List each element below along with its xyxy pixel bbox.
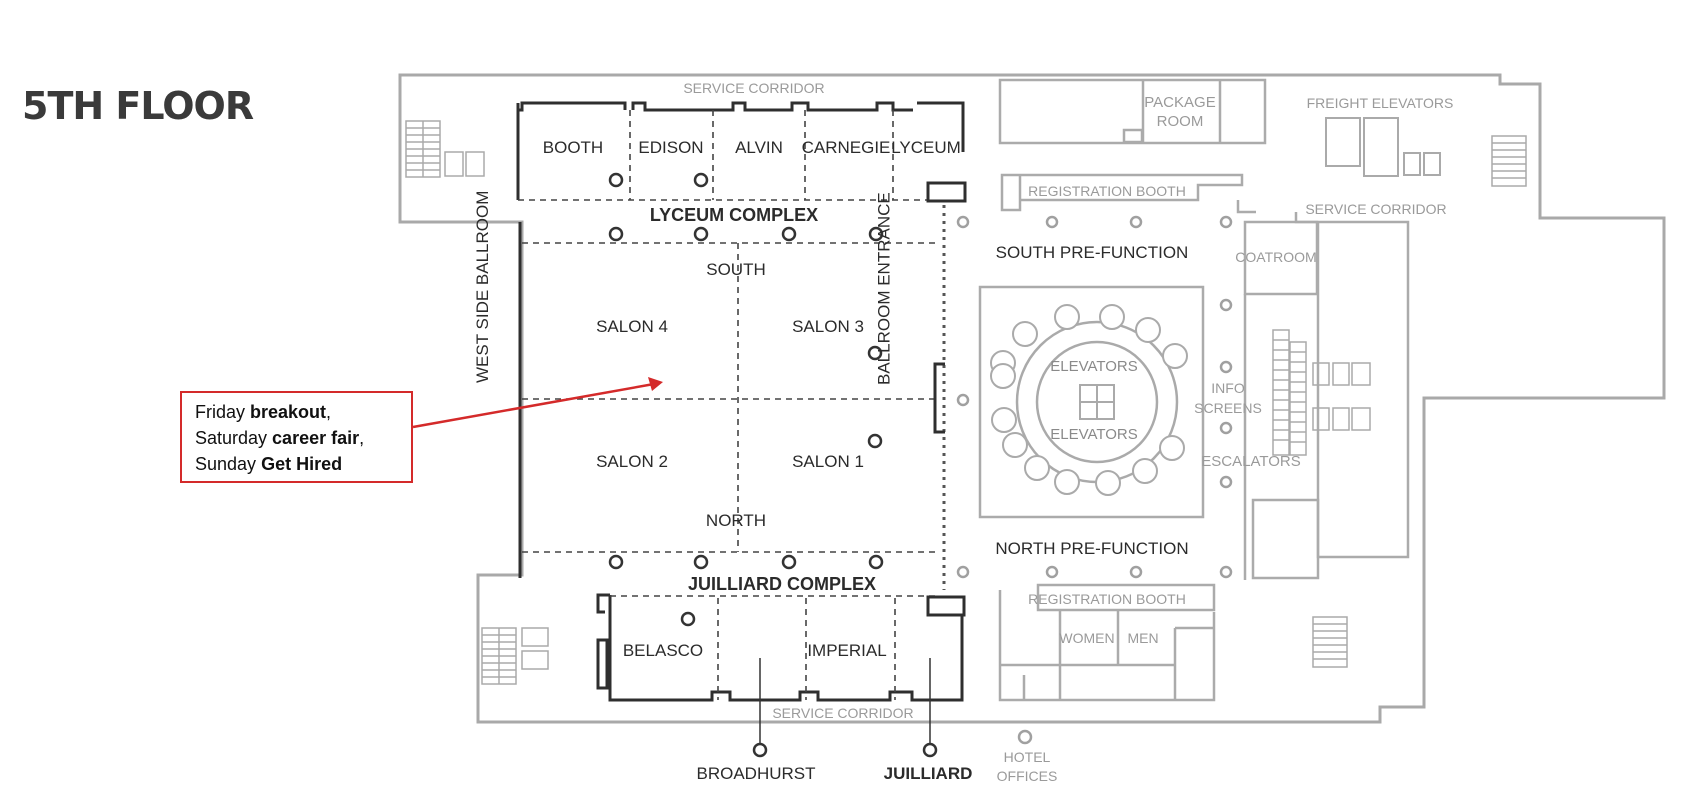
- package-room-label-2: ROOM: [1157, 113, 1204, 130]
- coatroom-label: COATROOM: [1235, 249, 1316, 265]
- package-room: [998, 78, 1267, 145]
- callout-arrowhead: [648, 377, 663, 391]
- event-callout: Friday breakout, Saturday career fair, S…: [180, 391, 413, 483]
- juilliard-complex-label: JUILLIARD COMPLEX: [688, 574, 876, 594]
- page-title: 5TH FLOOR: [22, 84, 254, 128]
- room-lyceum: LYCEUM: [891, 138, 961, 157]
- stair-icon-right-bottom: [1312, 616, 1348, 668]
- room-edison: EDISON: [638, 138, 703, 157]
- room-carnegie: CARNEGIE: [802, 138, 891, 157]
- south-prefunction-label: SOUTH PRE-FUNCTION: [996, 243, 1189, 262]
- package-room-label-1: PACKAGE: [1144, 94, 1215, 111]
- registration-booth-top: [1000, 173, 1244, 212]
- registration-booth-bottom: [1036, 583, 1216, 612]
- room-imperial: IMPERIAL: [807, 641, 886, 660]
- hotel-offices-label-2: OFFICES: [997, 768, 1058, 784]
- lobby-columns: [956, 215, 1233, 745]
- callout-line-3: Sunday Get Hired: [195, 454, 343, 474]
- building-outline: [398, 73, 1666, 724]
- elevators-top-label: ELEVATORS: [1050, 358, 1138, 375]
- info-screens-label-1: INFO: [1211, 380, 1245, 396]
- women-label: WOMEN: [1059, 630, 1114, 646]
- ballroom-columns: [608, 172, 938, 758]
- stair-icon-left-bottom: [481, 627, 549, 685]
- service-corridor-right: SERVICE CORRIDOR: [1305, 201, 1446, 217]
- escalator-icon: [1272, 329, 1371, 456]
- elevator-lobby: [978, 285, 1205, 519]
- lyceum-box: [926, 181, 967, 203]
- ballroom-entrance-label: BALLROOM ENTRANCE: [875, 192, 894, 385]
- escalators-label: ESCALATORS: [1201, 453, 1300, 470]
- room-salon3: SALON 3: [792, 317, 864, 336]
- room-broadhurst: BROADHURST: [696, 764, 815, 783]
- south-label: SOUTH: [706, 260, 766, 279]
- juilliard-rooms-wall: [608, 595, 964, 702]
- elevator-cars: [990, 304, 1188, 496]
- north-prefunction-label: NORTH PRE-FUNCTION: [995, 539, 1188, 558]
- room-salon4: SALON 4: [596, 317, 668, 336]
- room-belasco: BELASCO: [623, 641, 703, 660]
- elevators-bottom-label: ELEVATORS: [1050, 426, 1138, 443]
- lyceum-complex-label: LYCEUM COMPLEX: [650, 205, 818, 225]
- room-juilliard: JUILLIARD: [884, 764, 973, 783]
- north-label: NORTH: [706, 511, 766, 530]
- room-alvin: ALVIN: [735, 138, 783, 157]
- men-label: MEN: [1127, 630, 1158, 646]
- info-screens-label-2: SCREENS: [1194, 400, 1262, 416]
- callout-arrow: [412, 382, 655, 429]
- stair-icon-right-top: [1491, 135, 1527, 187]
- service-corridor-top: SERVICE CORRIDOR: [683, 80, 824, 96]
- hotel-offices-label-1: HOTEL: [1004, 749, 1051, 765]
- lyceum-rooms-wall: [516, 101, 965, 200]
- coatroom: [1243, 220, 1319, 296]
- stair-icon-left-top: [405, 120, 485, 178]
- west-side-ballroom-label: WEST SIDE BALLROOM: [473, 191, 492, 383]
- room-salon1: SALON 1: [792, 452, 864, 471]
- service-corridor-bottom: SERVICE CORRIDOR: [772, 705, 913, 721]
- room-booth: BOOTH: [543, 138, 603, 157]
- callout-line-2: Saturday career fair,: [195, 428, 365, 448]
- room-salon2: SALON 2: [596, 452, 668, 471]
- callout-line-1: Friday breakout,: [195, 402, 332, 422]
- registration-booth-bottom-label: REGISTRATION BOOTH: [1028, 591, 1186, 607]
- freight-elevators-label: FREIGHT ELEVATORS: [1307, 95, 1454, 111]
- registration-booth-top-label: REGISTRATION BOOTH: [1028, 183, 1186, 199]
